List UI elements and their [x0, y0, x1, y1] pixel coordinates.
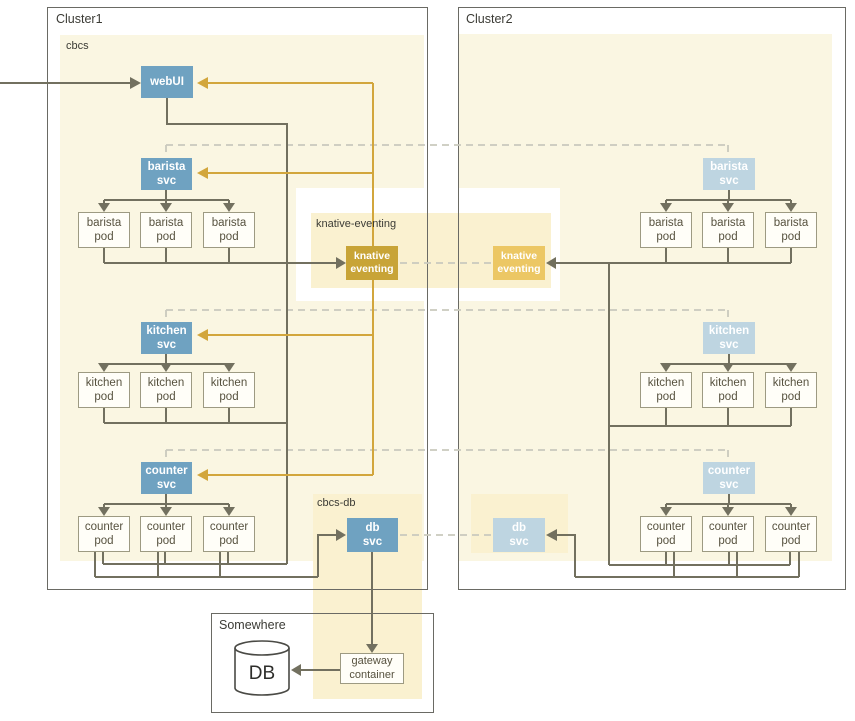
db-cylinder: [234, 640, 290, 696]
knative-eventing-box-cluster2: knative eventing: [493, 246, 545, 280]
barista-pod-cluster2-1: barista pod: [640, 212, 692, 248]
webui-box: webUI: [141, 66, 193, 98]
db-label: DB: [248, 663, 276, 684]
kitchen-pod-cluster1-1: kitchen pod: [78, 372, 130, 408]
gray-connectors-cluster1: [0, 82, 373, 671]
kitchen-pod-cluster1-3: kitchen pod: [203, 372, 255, 408]
counter-svc-cluster2: counter svc: [703, 462, 755, 494]
kitchen-svc-cluster1: kitchen svc: [141, 322, 192, 354]
gold-arrowheads: [197, 77, 208, 481]
somewhere-label: Somewhere: [219, 618, 286, 632]
barista-pod-cluster2-2: barista pod: [702, 212, 754, 248]
kitchen-pod-cluster1-2: kitchen pod: [140, 372, 192, 408]
kitchen-pod-cluster2-2: kitchen pod: [702, 372, 754, 408]
somewhere-box: [211, 613, 434, 713]
counter-pod-cluster1-3: counter pod: [203, 516, 255, 552]
barista-svc-cluster2: barista svc: [703, 158, 755, 190]
kitchen-pod-cluster2-1: kitchen pod: [640, 372, 692, 408]
cluster1-box: [47, 7, 428, 590]
counter-svc-cluster1: counter svc: [141, 462, 192, 494]
gateway-container-box: gateway container: [340, 653, 404, 684]
db-svc-cluster1: db svc: [347, 518, 398, 552]
cbcs-namespace-label: cbcs: [66, 40, 89, 52]
cbcs-db-label: cbcs-db: [317, 497, 356, 509]
counter-pod-cluster1-1: counter pod: [78, 516, 130, 552]
barista-pod-cluster2-3: barista pod: [765, 212, 817, 248]
counter-pod-cluster2-3: counter pod: [765, 516, 817, 552]
barista-pod-cluster1-3: barista pod: [203, 212, 255, 248]
knative-eventing-box-cluster1: knative eventing: [346, 246, 398, 280]
counter-pod-cluster1-2: counter pod: [140, 516, 192, 552]
cluster1-label: Cluster1: [56, 12, 103, 26]
db-svc-cluster2: db svc: [493, 518, 545, 552]
counter-pod-cluster2-2: counter pod: [702, 516, 754, 552]
barista-svc-cluster1: barista svc: [141, 158, 192, 190]
gray-arrowheads: [98, 77, 797, 676]
dashed-replication-links: [165, 144, 729, 536]
cluster2-label: Cluster2: [466, 12, 513, 26]
barista-pod-cluster1-1: barista pod: [78, 212, 130, 248]
kitchen-svc-cluster2: kitchen svc: [703, 322, 755, 354]
kitchen-pod-cluster2-3: kitchen pod: [765, 372, 817, 408]
counter-pod-cluster2-1: counter pod: [640, 516, 692, 552]
barista-pod-cluster1-2: barista pod: [140, 212, 192, 248]
cluster2-box: [458, 7, 846, 590]
knative-eventing-label: knative-eventing: [316, 218, 397, 230]
